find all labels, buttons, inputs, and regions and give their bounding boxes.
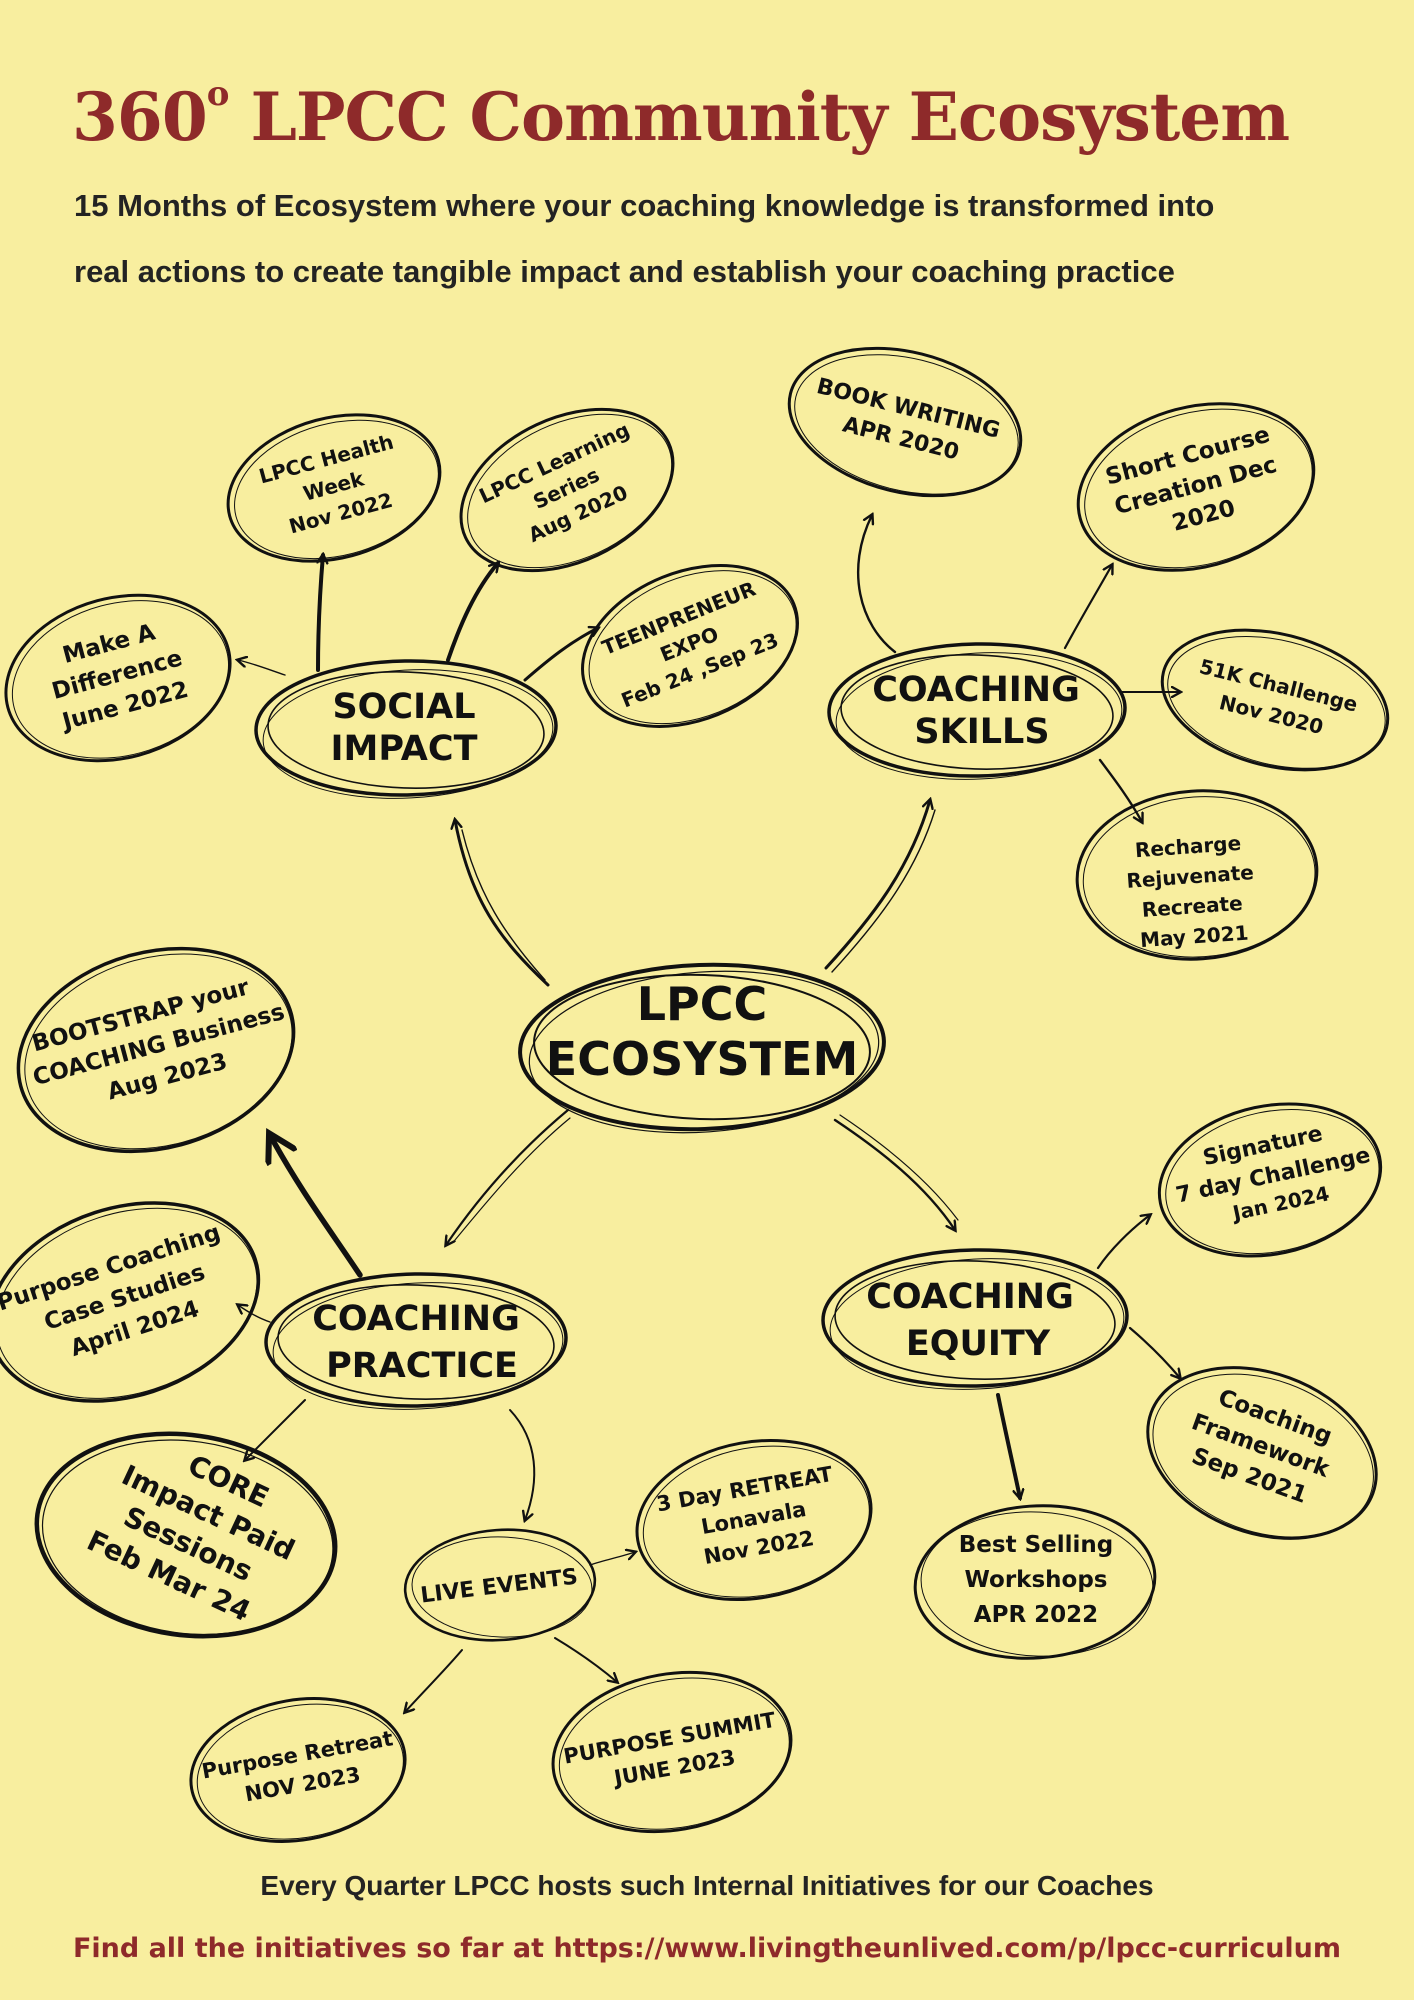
connectors	[238, 515, 1180, 1712]
svg-text:May 2021: May 2021	[1139, 921, 1249, 953]
initiative-coaching-framework: Coaching Framework Sep 2021	[1146, 1366, 1378, 1540]
initiative-signature-challenge: Signature 7 day Challenge Jan 2024	[1157, 1102, 1383, 1258]
initiative-purpose-summit: PURPOSE SUMMIT JUNE 2023	[551, 1670, 793, 1834]
subtitle-line-2: real actions to create tangible impact a…	[74, 254, 1175, 289]
svg-text:Workshops: Workshops	[964, 1567, 1107, 1593]
initiative-short-course: Short Course Creation Dec 2020	[1076, 402, 1316, 572]
live-events-label: LIVE EVENTS	[419, 1564, 579, 1608]
social-line-2: IMPACT	[331, 729, 478, 769]
initiative-recharge: Recharge Rejuvenate Recreate May 2021	[1075, 789, 1319, 961]
initiative-purpose-coaching-case-studies: Purpose Coaching Case Studies April 2024	[0, 1201, 261, 1403]
hub-coaching-practice: COACHING PRACTICE	[264, 1272, 568, 1410]
center-node-lpcc-ecosystem: LPCC ECOSYSTEM	[518, 962, 886, 1134]
initiative-make-a-difference: Make A Difference June 2022	[4, 593, 232, 763]
initiative-core-impact-sessions	[34, 1431, 338, 1639]
svg-text:APR 2022: APR 2022	[974, 1602, 1098, 1628]
page-title: 360o LPCC Community Ecosystem	[72, 74, 1290, 156]
svg-text:Best Selling: Best Selling	[959, 1532, 1113, 1558]
footer-note: Every Quarter LPCC hosts such Internal I…	[260, 1870, 1154, 1901]
subtitle-line-1: 15 Months of Ecosystem where your coachi…	[74, 188, 1215, 223]
initiative-best-selling-workshops: Best Selling Workshops APR 2022	[913, 1504, 1157, 1660]
footer-link-text: Find all the initiatives so far at https…	[72, 1933, 1342, 1964]
center-line-1: LPCC	[637, 977, 768, 1031]
initiative-bootstrap: BOOTSTRAP your COACHING Business Aug 202…	[16, 946, 296, 1154]
svg-text:Rejuvenate: Rejuvenate	[1126, 860, 1255, 893]
initiative-learning-series: LPCC Learning Series Aug 2020	[459, 407, 675, 573]
hub-live-events: LIVE EVENTS	[403, 1528, 597, 1642]
center-line-2: ECOSYSTEM	[546, 1032, 858, 1086]
hub-coaching-equity: COACHING EQUITY	[821, 1248, 1129, 1390]
equity-line-2: EQUITY	[906, 1324, 1051, 1364]
skills-line-1: COACHING	[872, 670, 1080, 710]
svg-text:Recharge: Recharge	[1134, 831, 1242, 862]
skills-line-2: SKILLS	[914, 712, 1049, 752]
initiative-health-week: LPCC Health Week Nov 2022	[226, 413, 442, 563]
svg-text:Recreate: Recreate	[1141, 891, 1243, 922]
social-line-1: SOCIAL	[332, 687, 475, 727]
initiative-book-writing: BOOK WRITING APR 2020	[787, 346, 1023, 498]
initiative-3-day-retreat: 3 Day RETREAT Lonavala Nov 2022	[635, 1438, 873, 1602]
initiative-purpose-retreat: Purpose Retreat NOV 2023	[189, 1697, 407, 1843]
practice-line-1: COACHING	[312, 1299, 520, 1339]
practice-line-2: PRACTICE	[326, 1346, 518, 1386]
equity-line-1: COACHING	[866, 1277, 1074, 1317]
hub-social-impact: SOCIAL IMPACT	[254, 659, 558, 799]
hub-coaching-skills: COACHING SKILLS	[827, 642, 1127, 780]
initiative-teenpreneur-expo: TEENPRENEUR EXPO Feb 24 ,Sep 23	[581, 564, 799, 728]
initiative-core-impact-sessions-text: CORE Impact Paid Sessions Feb Mar 24	[82, 1448, 300, 1628]
initiative-51k-challenge: 51K Challenge Nov 2020	[1160, 628, 1390, 772]
